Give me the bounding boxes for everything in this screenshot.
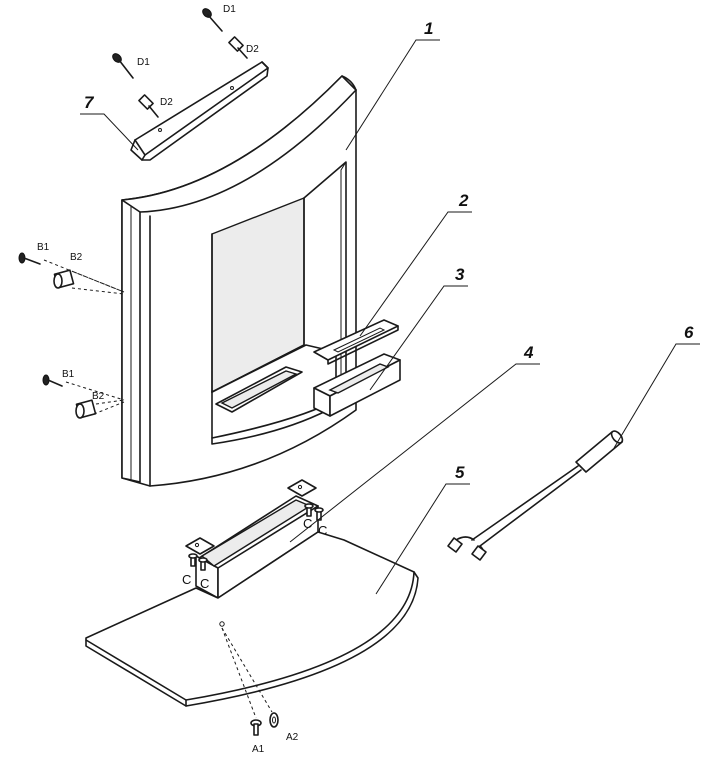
- label-b2-top: B2: [70, 252, 83, 263]
- anchor-d2-left: [138, 94, 159, 118]
- label-c-left-1: C: [182, 572, 191, 587]
- burner-lid-part-2: [313, 319, 399, 365]
- spacer-b2-bottom: [75, 399, 97, 419]
- bolt-b1-top: [18, 252, 41, 265]
- leader-part-1: [345, 39, 440, 151]
- screw-a1: [250, 719, 262, 736]
- label-c-right-1: C: [303, 516, 312, 531]
- bolts-c-left: [188, 553, 208, 571]
- label-b1-top: B1: [37, 242, 50, 253]
- snuffer-tool-part-6: [447, 430, 624, 561]
- leader-part-4: [289, 363, 540, 543]
- label-b2-bottom: B2: [92, 391, 105, 402]
- part-number-5: 5: [455, 463, 465, 482]
- leader-part-5: [375, 483, 470, 595]
- bolt-b1-bottom: [42, 374, 63, 387]
- leader-part-2: [359, 211, 472, 337]
- label-d2-top: D2: [246, 44, 259, 55]
- leader-part-7: [80, 113, 139, 151]
- label-a1: A1: [252, 744, 265, 755]
- part-number-4: 4: [523, 343, 534, 362]
- leader-a1: [221, 627, 257, 719]
- label-c-left-2: C: [200, 576, 209, 591]
- base-plate-part-5: [85, 531, 419, 707]
- screw-d1-left: [112, 53, 134, 79]
- label-d2-left: D2: [160, 97, 173, 108]
- part-number-3: 3: [455, 265, 465, 284]
- part-number-6: 6: [684, 323, 694, 342]
- fireplace-frame-part-1: [121, 75, 357, 487]
- washer-a2: [269, 712, 279, 728]
- label-d1-top: D1: [223, 4, 236, 15]
- leader-part-6: [613, 343, 700, 449]
- label-d1-left: D1: [137, 57, 150, 68]
- wall-bracket-part-7: [130, 61, 269, 161]
- part-number-1: 1: [424, 19, 433, 38]
- leader-a2: [221, 627, 273, 713]
- bolts-c-right: [304, 503, 324, 521]
- part-number-7: 7: [84, 93, 95, 112]
- leader-b-bottom: [65, 381, 125, 415]
- label-c-right-2: C: [318, 523, 327, 538]
- leader-b-top: [43, 259, 125, 295]
- part-number-2: 2: [458, 191, 469, 210]
- label-b1-bottom: B1: [62, 369, 75, 380]
- label-a2: A2: [286, 732, 299, 743]
- leader-part-3: [369, 285, 468, 391]
- screw-d1-top: [202, 8, 223, 32]
- anchor-d2-top: [228, 36, 248, 59]
- support-bracket-part-4: [185, 479, 319, 599]
- burner-box-part-3: [313, 353, 401, 417]
- spacer-b2-top: [53, 269, 75, 289]
